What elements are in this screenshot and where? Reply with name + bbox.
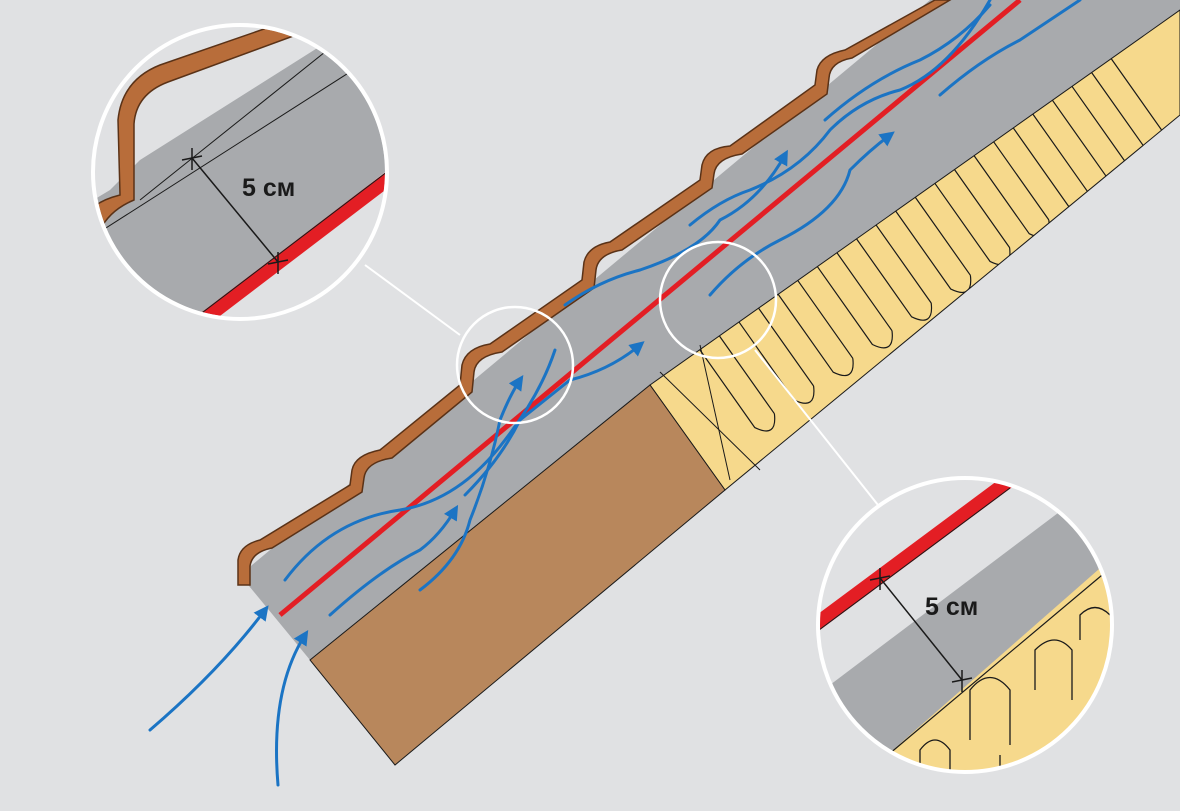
curved-arrow-icon xyxy=(283,348,557,582)
curved-arrow-icon xyxy=(708,131,895,297)
curved-arrow-icon xyxy=(688,0,992,227)
rafter-block xyxy=(309,384,726,766)
curved-arrow-icon xyxy=(563,149,788,307)
dimension-label-bottom: 5 см xyxy=(925,593,978,621)
air-gap-layer xyxy=(240,0,1180,660)
callout-marker-top xyxy=(455,305,575,425)
curved-arrow-icon xyxy=(823,3,992,122)
curved-arrow-icon xyxy=(275,629,309,787)
wind-membrane xyxy=(278,0,1022,617)
airflow-arrows xyxy=(148,0,1082,787)
curved-arrow-icon xyxy=(463,341,645,497)
dimension-line-icon xyxy=(869,568,973,692)
wooden-batten xyxy=(659,344,761,481)
leader-line-top xyxy=(364,264,461,336)
leader-line-bottom xyxy=(754,349,879,506)
callout-marker-bottom xyxy=(658,240,778,360)
curved-arrow-icon xyxy=(418,375,524,592)
curved-arrow-icon xyxy=(328,504,459,617)
callout-detail-top-left: 5 см xyxy=(91,23,389,321)
curved-arrow-icon xyxy=(938,0,1082,97)
dimension-label-top: 5 см xyxy=(242,174,295,202)
curved-arrow-icon xyxy=(148,605,269,732)
roof-tile-profile xyxy=(237,0,952,586)
dimension-line-icon xyxy=(181,148,289,274)
